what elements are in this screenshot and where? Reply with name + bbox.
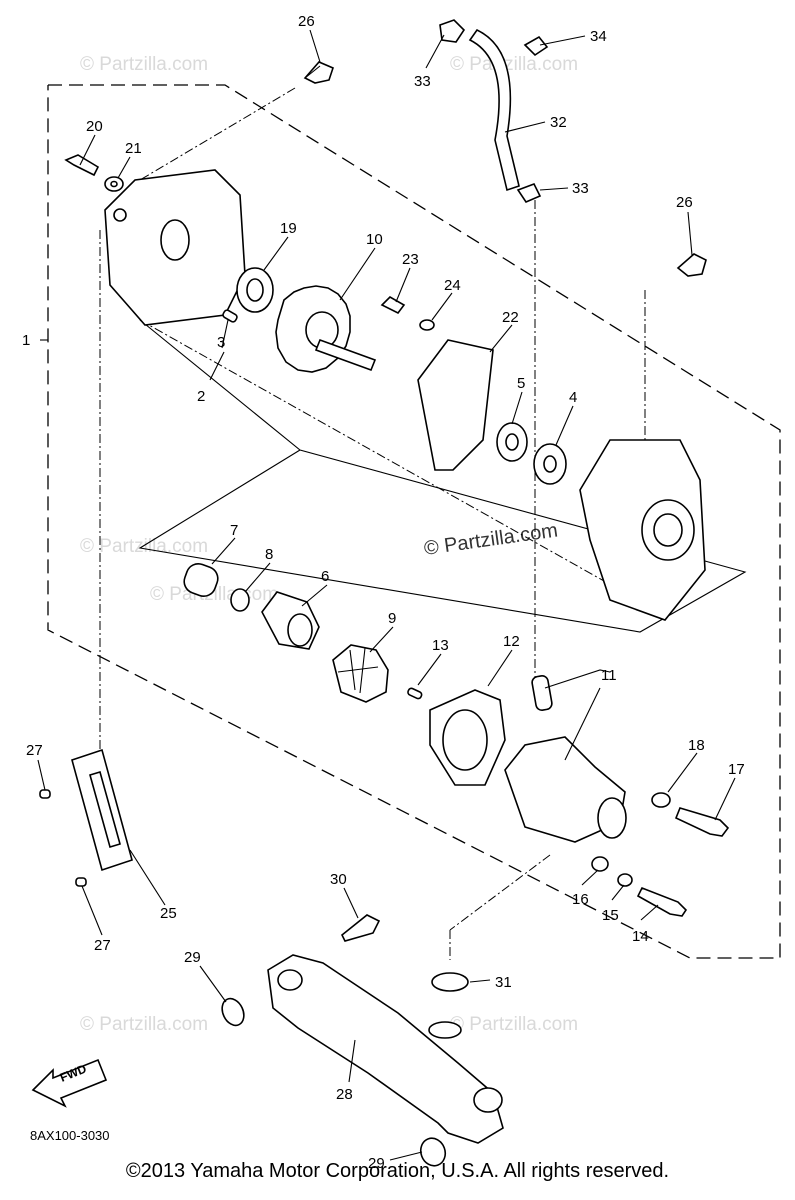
part-pipe-28 <box>267 954 504 1144</box>
callout-31[interactable]: 31 <box>495 974 512 991</box>
callout-24[interactable]: 24 <box>444 277 461 294</box>
part-washer-21 <box>104 176 124 192</box>
callout-32[interactable]: 32 <box>550 114 567 131</box>
part-pin-13 <box>407 687 423 700</box>
callout-13[interactable]: 13 <box>432 637 449 654</box>
part-bolt-30 <box>340 914 381 942</box>
part-bolt-17 <box>674 807 730 837</box>
callout-26[interactable]: 26 <box>298 13 315 30</box>
part-washer-18 <box>651 792 671 808</box>
callout-26-right[interactable]: 26 <box>676 194 693 211</box>
watermark-center: © Partzilla.com <box>423 519 560 560</box>
callout-33[interactable]: 33 <box>414 73 431 90</box>
part-hose-32 <box>468 28 520 192</box>
callout-21[interactable]: 21 <box>125 140 142 157</box>
watermark: © Partzilla.com <box>450 1014 578 1035</box>
watermark: © Partzilla.com <box>80 1014 208 1035</box>
part-bolt-26-right <box>676 253 707 277</box>
callout-15[interactable]: 15 <box>602 907 619 924</box>
bolt26-axis-line <box>139 87 296 181</box>
watermark: © Partzilla.com <box>450 54 578 75</box>
callout-34[interactable]: 34 <box>590 28 607 45</box>
callout-2[interactable]: 2 <box>197 388 205 405</box>
callout-22[interactable]: 22 <box>502 309 519 326</box>
diagram-code: 8AX100-3030 <box>30 1128 110 1143</box>
callout-27[interactable]: 27 <box>26 742 43 759</box>
callout-25[interactable]: 25 <box>160 905 177 922</box>
part-seal-5 <box>496 422 528 462</box>
part-pump-housing <box>579 439 706 621</box>
callout-12[interactable]: 12 <box>503 633 520 650</box>
part-pump-cover-11 <box>504 675 627 843</box>
part-gasket-25 <box>71 748 133 872</box>
part-bolt-26-upper <box>303 61 334 84</box>
part-seal-6 <box>261 591 320 650</box>
callout-3[interactable]: 3 <box>217 334 225 351</box>
watermark: © Partzilla.com <box>80 54 208 75</box>
callout-33-lower[interactable]: 33 <box>572 180 589 197</box>
upper-axis-line <box>139 319 621 591</box>
callout-6[interactable]: 6 <box>321 568 329 585</box>
part-pin-27-lower <box>75 877 87 887</box>
part-pin-3 <box>222 309 238 323</box>
callout-10[interactable]: 10 <box>366 231 383 248</box>
callout-11[interactable]: 11 <box>601 667 617 684</box>
part-bearing-4 <box>533 443 567 485</box>
callout-29-lower[interactable]: 29 <box>368 1155 385 1172</box>
callout-23[interactable]: 23 <box>402 251 419 268</box>
watermark: © Partzilla.com <box>80 536 208 557</box>
part-bolt-14 <box>636 886 688 917</box>
part-oring-29-left <box>221 997 245 1027</box>
assembly-outline <box>47 84 781 959</box>
part-bolt-20 <box>64 154 100 177</box>
callout-29[interactable]: 29 <box>184 949 201 966</box>
part-oring-31 <box>431 972 469 992</box>
part-nut-15 <box>617 873 633 887</box>
part-gasket-12 <box>429 689 506 786</box>
part-oring-29-right <box>419 1137 447 1167</box>
callout-9[interactable]: 9 <box>388 610 396 627</box>
callout-7[interactable]: 7 <box>230 522 238 539</box>
part-bolt-23 <box>380 296 406 315</box>
callout-8[interactable]: 8 <box>265 546 273 563</box>
callout-4[interactable]: 4 <box>569 389 577 406</box>
callout-28[interactable]: 28 <box>336 1086 353 1103</box>
oring-axis-line <box>449 854 551 931</box>
leader-lines <box>37 29 736 1161</box>
part-front-cover <box>104 169 246 326</box>
part-pin-27-upper <box>39 789 51 799</box>
shaft-plane-outline <box>138 319 747 633</box>
part-shaft-gear-10 <box>275 285 377 373</box>
part-bearing-19 <box>236 267 274 313</box>
callout-5[interactable]: 5 <box>517 375 525 392</box>
part-clamp-33-upper <box>439 19 466 43</box>
part-plate-22 <box>417 339 494 471</box>
callout-16[interactable]: 16 <box>572 891 589 908</box>
callout-20[interactable]: 20 <box>86 118 103 135</box>
fwd-arrow-icon: FWD <box>31 1058 108 1108</box>
part-washer-8 <box>230 588 250 612</box>
part-clamp-33-lower <box>516 182 542 203</box>
callout-14[interactable]: 14 <box>632 928 649 945</box>
callout-19[interactable]: 19 <box>280 220 297 237</box>
part-clip-34 <box>523 35 549 57</box>
copyright-notice: ©2013 Yamaha Motor Corporation, U.S.A. A… <box>125 1160 670 1182</box>
callout-18[interactable]: 18 <box>688 737 705 754</box>
callout-27-lower[interactable]: 27 <box>94 937 111 954</box>
callout-17[interactable]: 17 <box>728 761 745 778</box>
callout-1[interactable]: 1 <box>22 332 30 349</box>
callout-30[interactable]: 30 <box>330 871 347 888</box>
part-washer-16 <box>591 856 609 872</box>
part-impeller-9 <box>332 644 389 703</box>
part-collar-7 <box>183 563 219 597</box>
part-washer-24 <box>419 319 435 331</box>
